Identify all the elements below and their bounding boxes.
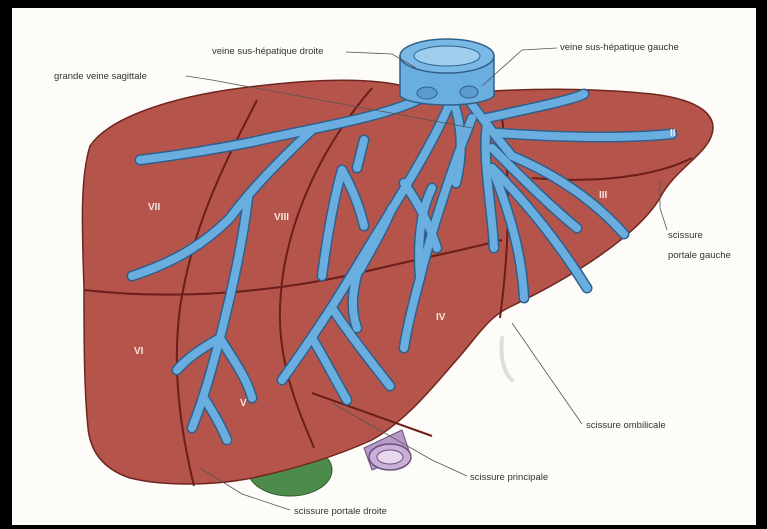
label-right-portal-fissure: scissure portale droite — [294, 506, 387, 517]
liver-diagram: II III IV V VI VII VIII veine sus-hépati… — [12, 8, 756, 525]
label-main-fissure: scissure principale — [470, 472, 548, 483]
label-umbilical-fissure: scissure ombilicale — [586, 420, 666, 431]
illustration-panel: II III IV V VI VII VIII veine sus-hépati… — [12, 8, 756, 525]
segment-label-V: V — [240, 398, 247, 409]
segment-label-VI: VI — [134, 346, 144, 357]
segment-label-II: II — [670, 128, 676, 139]
label-left-portal-fissure-1: scissure — [668, 230, 703, 241]
segment-label-III: III — [599, 190, 608, 201]
round-ligament — [501, 338, 512, 380]
label-great-sagittal-vein: grande veine sagittale — [54, 71, 147, 82]
segment-label-VII: VII — [148, 202, 160, 213]
label-left-hepatic-vein: veine sus-hépatique gauche — [560, 42, 679, 53]
segment-label-VIII: VIII — [274, 212, 289, 223]
label-left-portal-fissure-2: portale gauche — [668, 250, 731, 261]
vena-cava — [400, 39, 494, 105]
label-right-hepatic-vein: veine sus-hépatique droite — [212, 46, 323, 57]
segment-label-IV: IV — [436, 312, 446, 323]
